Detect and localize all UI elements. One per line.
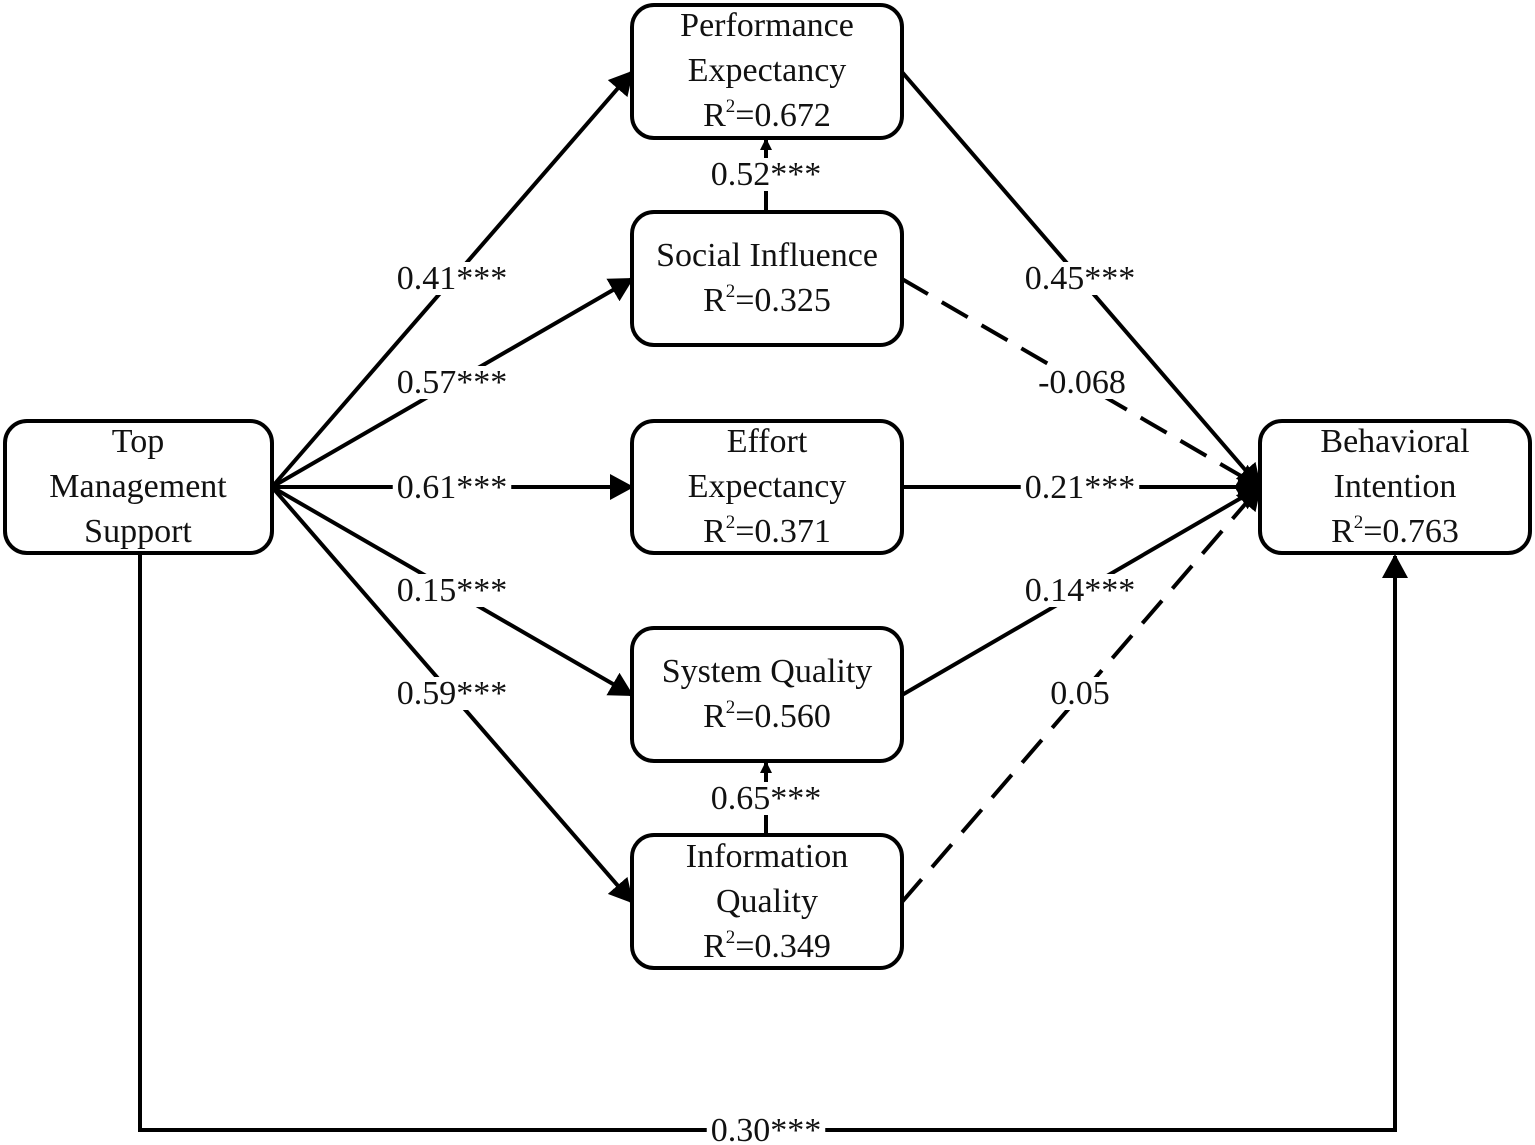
label-background bbox=[392, 262, 512, 295]
node-r2: R2=0.672 bbox=[703, 96, 831, 134]
node-line-1: Behavioral bbox=[1320, 423, 1469, 460]
node-box bbox=[1258, 419, 1532, 555]
label-background bbox=[1020, 471, 1140, 504]
label-background bbox=[392, 677, 512, 710]
node-box bbox=[630, 626, 904, 763]
node-line-3: Support bbox=[84, 513, 192, 550]
coef-sq-bi: 0.14*** bbox=[1025, 572, 1136, 609]
node-r2: R2=0.763 bbox=[1331, 512, 1459, 550]
node-box bbox=[630, 3, 904, 140]
label-background bbox=[1046, 677, 1114, 710]
path-labels: 0.41*** 0.57*** 0.61*** 0.15*** 0.59*** … bbox=[392, 156, 1140, 1145]
node-line-1: Information bbox=[686, 838, 848, 875]
coef-tms-iq: 0.59*** bbox=[397, 675, 508, 712]
coef-tms-ee: 0.61*** bbox=[397, 469, 508, 506]
coef-tms-si: 0.57*** bbox=[397, 364, 508, 401]
node-line-1: Social Influence bbox=[656, 237, 878, 274]
coef-tms-sq: 0.15*** bbox=[397, 572, 508, 609]
node-box bbox=[630, 419, 904, 555]
node-line-2: Quality bbox=[716, 883, 818, 920]
node-system-quality: System Quality R2=0.560 bbox=[630, 626, 904, 763]
label-background bbox=[1034, 366, 1130, 399]
coef-iq-bi: 0.05 bbox=[1050, 675, 1110, 712]
node-line-2: Intention bbox=[1334, 468, 1457, 505]
label-background bbox=[706, 158, 826, 191]
node-information-quality: Information Quality R2=0.349 bbox=[630, 833, 904, 970]
coef-pe-bi: 0.45*** bbox=[1025, 260, 1136, 297]
label-background bbox=[706, 1114, 826, 1145]
node-effort-expectancy: Effort Expectancy R2=0.371 bbox=[630, 419, 904, 555]
label-background bbox=[1020, 262, 1140, 295]
coef-iq-sq: 0.65*** bbox=[711, 780, 822, 817]
label-background bbox=[392, 366, 512, 399]
label-background bbox=[1020, 574, 1140, 607]
coef-ee-bi: 0.21*** bbox=[1025, 469, 1136, 506]
node-r2: R2=0.560 bbox=[703, 697, 831, 735]
coef-si-pe: 0.52*** bbox=[711, 156, 822, 193]
node-box bbox=[630, 210, 904, 347]
node-line-2: Management bbox=[49, 468, 227, 505]
node-line-1: System Quality bbox=[662, 653, 873, 690]
coef-tms-bi: 0.30*** bbox=[711, 1112, 822, 1145]
node-box bbox=[3, 419, 274, 555]
label-background bbox=[392, 574, 512, 607]
node-line-1: Top bbox=[112, 423, 164, 460]
node-social-influence: Social Influence R2=0.325 bbox=[630, 210, 904, 347]
label-background bbox=[706, 782, 826, 815]
node-box bbox=[630, 833, 904, 970]
node-line-2: Expectancy bbox=[688, 52, 847, 89]
node-top-management-support: Top Management Support bbox=[3, 419, 274, 555]
coef-si-bi: -0.068 bbox=[1038, 364, 1126, 401]
node-r2: R2=0.349 bbox=[703, 927, 831, 965]
node-performance-expectancy: Performance Expectancy R2=0.672 bbox=[630, 3, 904, 140]
nodes: Top Management Support Performance Expec… bbox=[3, 3, 1532, 970]
node-r2: R2=0.371 bbox=[703, 512, 831, 550]
node-line-2: Expectancy bbox=[688, 468, 847, 505]
node-r2: R2=0.325 bbox=[703, 281, 831, 319]
node-behavioral-intention: Behavioral Intention R2=0.763 bbox=[1258, 419, 1532, 555]
label-background bbox=[392, 471, 512, 504]
node-line-1: Effort bbox=[727, 423, 808, 460]
coef-tms-pe: 0.41*** bbox=[397, 260, 508, 297]
node-line-1: Performance bbox=[680, 7, 854, 44]
